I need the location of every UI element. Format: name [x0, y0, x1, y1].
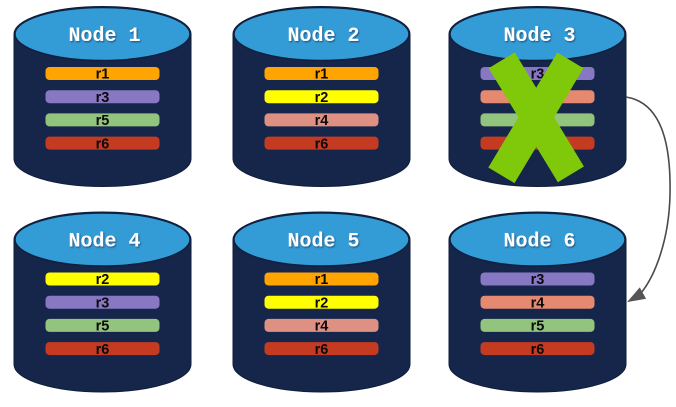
svg-text:r3: r3	[96, 90, 110, 106]
svg-text:Node 2: Node 2	[287, 25, 359, 48]
svg-text:r6: r6	[315, 136, 329, 152]
svg-text:r1: r1	[315, 67, 329, 83]
svg-text:Node 6: Node 6	[503, 231, 575, 254]
svg-text:r6: r6	[531, 342, 545, 358]
svg-text:r5: r5	[531, 319, 545, 335]
svg-text:r2: r2	[315, 90, 329, 106]
svg-text:r5: r5	[96, 113, 110, 129]
svg-text:r6: r6	[315, 342, 329, 358]
svg-text:r1: r1	[315, 272, 329, 288]
svg-text:r2: r2	[315, 295, 329, 311]
svg-text:Node 3: Node 3	[503, 25, 575, 48]
svg-text:Node 5: Node 5	[287, 231, 359, 254]
svg-text:r3: r3	[531, 272, 545, 288]
svg-text:r6: r6	[96, 136, 110, 152]
svg-text:r4: r4	[315, 319, 329, 335]
svg-text:r5: r5	[96, 319, 110, 335]
svg-text:r6: r6	[96, 342, 110, 358]
svg-text:r2: r2	[96, 272, 110, 288]
svg-text:r4: r4	[531, 295, 545, 311]
svg-text:Node 4: Node 4	[68, 231, 140, 254]
svg-text:r3: r3	[96, 295, 110, 311]
svg-text:Node 1: Node 1	[68, 25, 140, 48]
svg-text:r3: r3	[531, 67, 545, 83]
svg-text:r4: r4	[315, 113, 329, 129]
svg-text:r1: r1	[96, 67, 110, 83]
